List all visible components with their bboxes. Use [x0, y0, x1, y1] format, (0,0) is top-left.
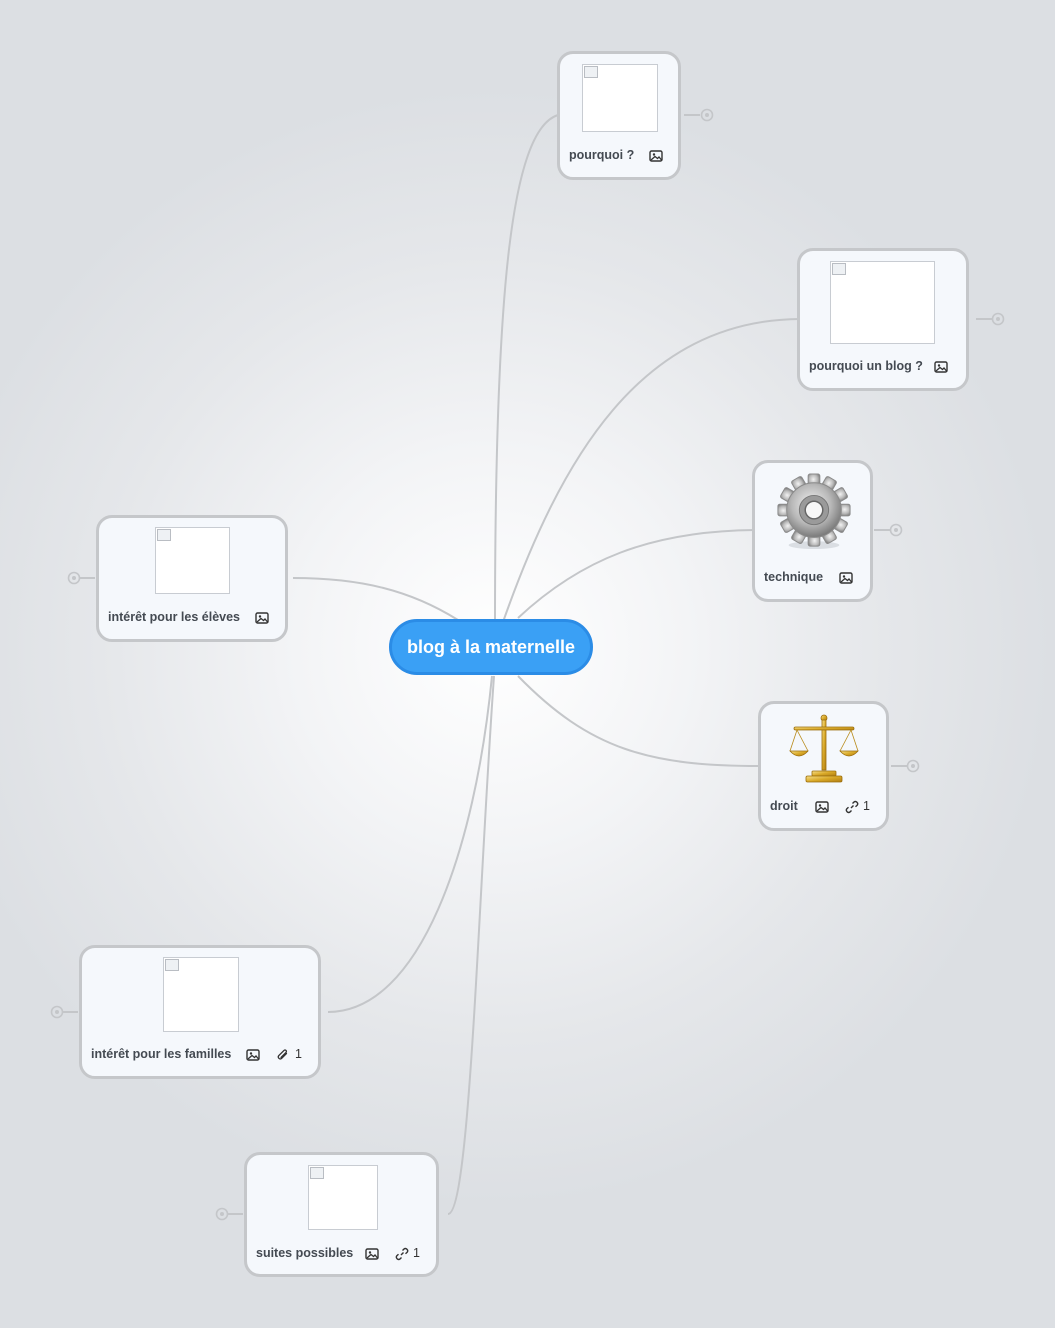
topic-label: droit — [770, 799, 798, 813]
image-icon — [934, 361, 948, 373]
broken-image-icon — [832, 263, 846, 275]
image-icon — [255, 612, 269, 624]
attachment-icon[interactable] — [276, 1048, 290, 1062]
attachment-count: 1 — [295, 1047, 302, 1061]
link-count: 1 — [863, 799, 870, 813]
collapse-toggle — [889, 523, 903, 537]
image-icon — [815, 801, 829, 813]
link-icon[interactable] — [845, 800, 859, 814]
topic-label: technique — [764, 570, 824, 584]
topic-image — [830, 261, 935, 344]
image-icon — [839, 572, 853, 584]
topic-label: pourquoi un blog ? — [809, 359, 923, 373]
topic-label: pourquoi ? — [569, 148, 635, 162]
collapse-toggle — [906, 759, 920, 773]
topic-label: intérêt pour les familles — [91, 1047, 232, 1061]
collapse-toggle — [67, 571, 81, 585]
collapse-toggle — [991, 312, 1005, 326]
topic-technique[interactable]: technique — [752, 460, 873, 602]
topic-image — [163, 957, 239, 1032]
root-topic-label: blog à la maternelle — [406, 636, 576, 657]
scales-icon — [789, 714, 859, 783]
topic-label: intérêt pour les élèves — [108, 610, 241, 624]
link-count: 1 — [413, 1246, 420, 1260]
collapse-toggle — [700, 108, 714, 122]
topic-interet-eleves[interactable]: intérêt pour les élèves — [96, 515, 288, 642]
image-icon — [649, 150, 663, 162]
image-icon — [246, 1049, 260, 1061]
collapse-toggle — [215, 1207, 229, 1221]
image-icon — [365, 1248, 379, 1260]
gear-icon — [777, 473, 851, 550]
broken-image-icon — [310, 1167, 324, 1179]
topic-image — [582, 64, 658, 132]
topic-pourquoi[interactable]: pourquoi ? — [557, 51, 681, 180]
topic-label: suites possibles — [256, 1246, 354, 1260]
topic-pourquoi-un-blog[interactable]: pourquoi un blog ? — [797, 248, 969, 391]
link-icon[interactable] — [395, 1247, 409, 1261]
root-topic[interactable]: blog à la maternelle — [389, 619, 593, 675]
topic-droit[interactable]: droit 1 — [758, 701, 889, 831]
broken-image-icon — [584, 66, 598, 78]
collapse-toggle — [50, 1005, 64, 1019]
topic-image — [155, 527, 230, 594]
broken-image-icon — [157, 529, 171, 541]
topic-image — [308, 1165, 378, 1230]
broken-image-icon — [165, 959, 179, 971]
topic-suites-possibles[interactable]: suites possibles 1 — [244, 1152, 439, 1277]
topic-interet-familles[interactable]: intérêt pour les familles 1 — [79, 945, 321, 1079]
